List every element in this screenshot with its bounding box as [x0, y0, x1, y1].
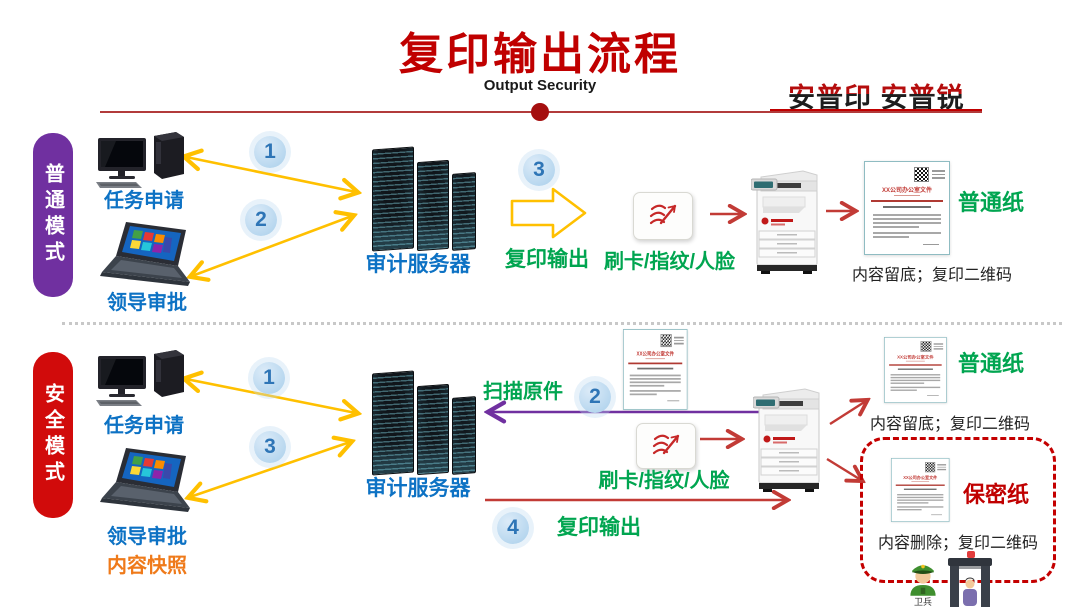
printer-icon: [751, 170, 818, 274]
qr-code-icon: [914, 167, 929, 182]
normal-step-1: 1: [254, 136, 286, 168]
document-icon: XX公司办公室文件: [884, 337, 947, 403]
guard-label: 卫兵: [913, 597, 932, 607]
secure-task-request-label: 任务申请: [104, 415, 184, 437]
secure-plain-paper-label: 普通纸: [957, 351, 1024, 376]
card-reader-icon: [636, 423, 696, 469]
secure-mode-rail: 安全模式: [33, 352, 73, 518]
server-rack-icon: [372, 146, 476, 252]
qr-code-icon: [925, 462, 936, 473]
secure-copy-output-label: 复印输出: [557, 516, 641, 539]
normal-copy-output-label: 复印输出: [505, 248, 589, 271]
normal-auth-methods-label: 刷卡/指纹/人脸: [603, 251, 736, 273]
document-heading: XX公司办公室文件: [881, 188, 932, 194]
secure-audit-server-label: 审计服务器: [365, 477, 471, 500]
normal-plain-paper-note: 内容留底；复印二维码: [852, 267, 1013, 284]
secure-step-1: 1: [253, 362, 285, 394]
secure-auth-methods-label: 刷卡/指纹/人脸: [598, 470, 730, 492]
qr-code-icon: [660, 334, 672, 348]
desktop-computer-icon: [96, 132, 184, 188]
printer-icon: [753, 388, 820, 492]
secure-step-3: 3: [254, 431, 286, 463]
desktop-computer-icon: [96, 350, 184, 406]
secure-content-snapshot-label: 内容快照: [107, 555, 187, 577]
normal-audit-server-label: 审计服务器: [365, 253, 471, 276]
soldier-icon: [910, 564, 936, 596]
secure-paper-label: 保密纸: [962, 482, 1029, 507]
document-icon: XX公司办公室文件: [864, 161, 950, 255]
brand-logo: 安普印 安普锐: [788, 76, 965, 115]
laptop-icon: [100, 222, 190, 286]
qr-code-icon: [920, 341, 932, 352]
page-subtitle: Output Security: [483, 77, 597, 94]
security-gate-icon: [948, 551, 992, 607]
secure-leader-approval-label: 领导审批: [107, 526, 187, 548]
section-separator: [62, 322, 1062, 325]
page-title: 复印输出流程: [399, 30, 681, 79]
secure-step-2: 2: [579, 381, 611, 413]
header-divider-dot: [531, 103, 549, 121]
normal-task-request-label: 任务申请: [104, 190, 184, 212]
secure-paper-note: 内容删除；复印二维码: [878, 535, 1039, 552]
server-rack-icon: [372, 370, 476, 476]
normal-step-2: 2: [245, 204, 277, 236]
secure-step-4: 4: [497, 512, 529, 544]
normal-mode-rail: 普通模式: [33, 133, 73, 297]
card-reader-icon: [633, 192, 693, 240]
document-icon: XX公司办公室文件: [623, 329, 688, 410]
normal-leader-approval-label: 领导审批: [107, 292, 187, 314]
secure-plain-paper-note: 内容留底；复印二维码: [870, 416, 1031, 433]
laptop-icon: [100, 448, 190, 512]
document-icon: XX公司办公室文件: [891, 458, 950, 522]
brand-underline: [770, 109, 982, 111]
normal-step-3: 3: [523, 154, 555, 186]
normal-plain-paper-label: 普通纸: [957, 190, 1024, 215]
secure-scan-original-label: 扫描原件: [483, 381, 563, 403]
